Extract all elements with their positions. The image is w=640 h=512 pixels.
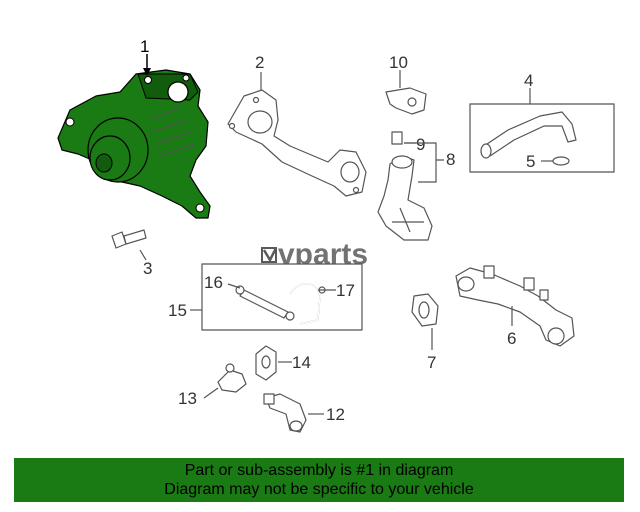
part-17-hose[interactable] [289, 283, 326, 325]
info-banner: Part or sub-assembly is #1 in diagram Di… [14, 458, 624, 502]
part-3-bolt[interactable] [111, 229, 147, 249]
part-16-sensor-tube[interactable] [235, 285, 295, 321]
part-9-bolt[interactable] [391, 131, 403, 145]
part-5-clamp[interactable] [552, 156, 570, 166]
part-7-gasket[interactable] [411, 293, 439, 327]
callout-9[interactable]: 9 [416, 135, 425, 154]
callout-17[interactable]: 17 [336, 281, 355, 300]
part-1-water-pump[interactable] [57, 69, 211, 219]
callout-2[interactable]: 2 [255, 53, 264, 72]
callout-12[interactable]: 12 [326, 405, 345, 424]
callout-6[interactable]: 6 [507, 329, 516, 348]
callout-15[interactable]: 15 [168, 301, 187, 320]
callout-16[interactable]: 16 [204, 273, 223, 292]
part-13-fitting[interactable] [217, 363, 247, 393]
callout-10[interactable]: 10 [389, 53, 408, 72]
part-14-gasket[interactable] [255, 345, 277, 381]
parts-diagram: 1 2 3 4 5 10 9 [57, 37, 615, 433]
banner-line-1: Part or sub-assembly is #1 in diagram [184, 462, 454, 479]
callout-4[interactable]: 4 [524, 71, 533, 90]
callout-5[interactable]: 5 [526, 152, 535, 171]
callout-14[interactable]: 14 [292, 353, 311, 372]
part-2-gasket[interactable] [227, 89, 367, 197]
part-10-bracket[interactable] [385, 87, 427, 115]
banner-line-2: Diagram may not be specific to your vehi… [164, 481, 474, 498]
part-12-fitting[interactable] [263, 393, 307, 433]
part-6-coolant-pipe[interactable] [455, 265, 575, 347]
callout-8[interactable]: 8 [446, 150, 455, 169]
part-11-pipe[interactable] [377, 155, 433, 241]
part-4-hose[interactable] [480, 111, 577, 159]
callout-3[interactable]: 3 [143, 259, 152, 278]
callout-7[interactable]: 7 [427, 353, 436, 372]
callout-1[interactable]: 1 [140, 37, 149, 56]
callout-13[interactable]: 13 [178, 389, 197, 408]
